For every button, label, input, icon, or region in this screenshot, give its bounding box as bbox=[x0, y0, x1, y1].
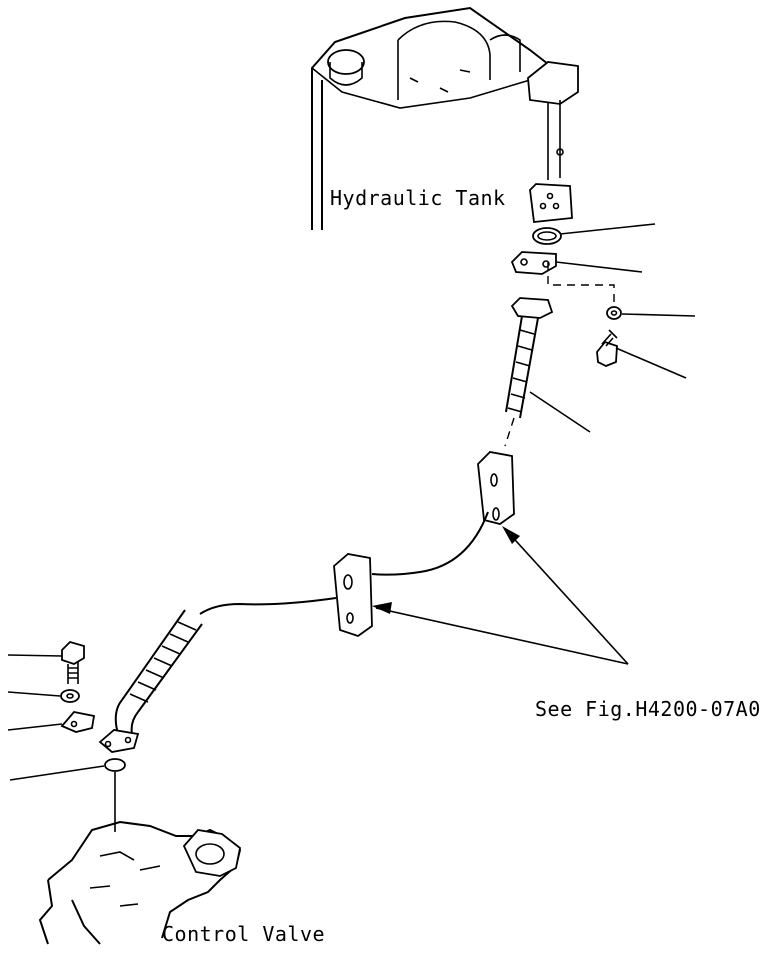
hose-main bbox=[371, 511, 489, 576]
hydraulic-tank-label: Hydraulic Tank bbox=[330, 186, 506, 210]
reference-note-label: See Fig.H4200-07A0 bbox=[535, 697, 761, 721]
tank-port-block bbox=[527, 61, 579, 223]
clamp-lower bbox=[333, 553, 373, 637]
bolt-top bbox=[596, 329, 618, 367]
leader-lines-right bbox=[529, 223, 696, 433]
washer-lower bbox=[60, 689, 80, 703]
hose-main-lower bbox=[199, 597, 337, 615]
o-ring-lower bbox=[104, 758, 126, 772]
washer-top bbox=[606, 306, 622, 320]
o-ring-top bbox=[532, 227, 562, 245]
control-valve bbox=[38, 820, 242, 945]
split-flange-top bbox=[510, 251, 557, 275]
control-valve-label: Control Valve bbox=[162, 922, 326, 946]
split-flange-lower-half bbox=[60, 711, 96, 733]
leader-lines-left bbox=[7, 654, 105, 781]
bolt-lower bbox=[61, 640, 85, 684]
hose-lower bbox=[114, 609, 203, 735]
reference-arrows bbox=[372, 526, 629, 665]
hydraulic-tank bbox=[311, 6, 549, 230]
hose-upper bbox=[505, 297, 554, 419]
split-flange-lower bbox=[98, 729, 140, 753]
clamp-upper bbox=[477, 451, 515, 525]
